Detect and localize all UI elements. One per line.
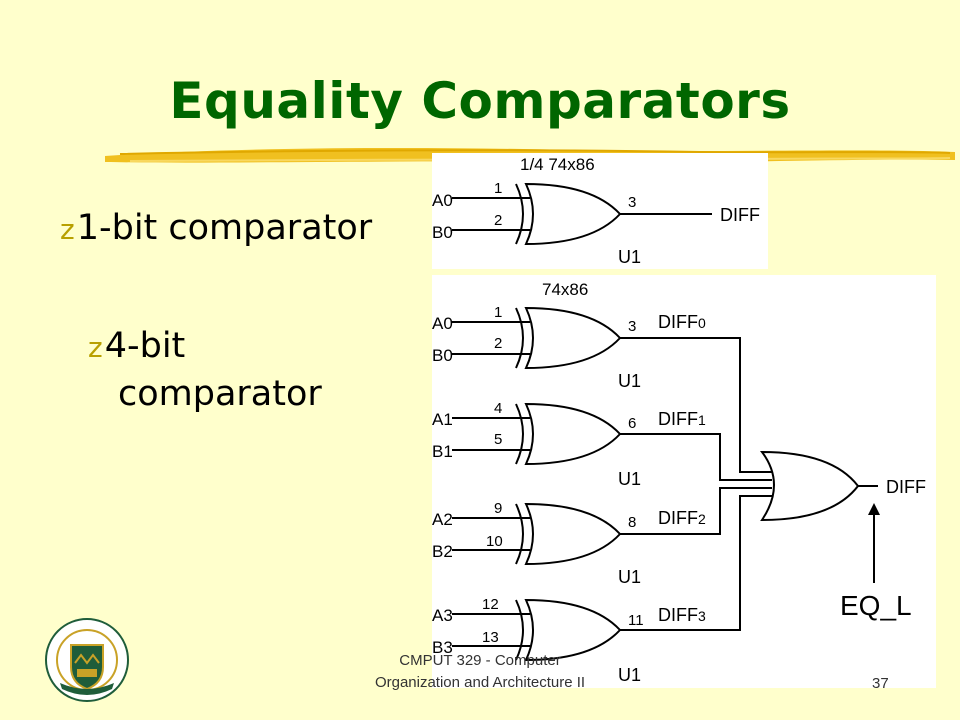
pin-label: 2 [494, 212, 502, 229]
svg-text:DIFF2: DIFF2 [658, 508, 706, 528]
svg-text:B0: B0 [432, 346, 453, 365]
bullet-mark-icon: z [88, 331, 103, 364]
svg-text:A1: A1 [432, 410, 453, 429]
pin-label: 3 [628, 194, 636, 211]
svg-text:U1: U1 [618, 665, 641, 685]
bullet-mark-icon: z [60, 213, 75, 246]
or-gate-icon [760, 450, 860, 522]
slide-title: Equality Comparators [169, 72, 791, 130]
xor-gate-2: A2 B2 9 10 8 DIFF2 U1 [432, 500, 706, 587]
svg-text:DIFF0: DIFF0 [658, 312, 706, 332]
svg-text:9: 9 [494, 500, 502, 517]
chip-label: 1/4 74x86 [520, 155, 595, 174]
unit-label: U1 [618, 247, 641, 267]
svg-text:U1: U1 [618, 567, 641, 587]
svg-text:12: 12 [482, 596, 499, 613]
svg-text:A2: A2 [432, 510, 453, 529]
xor-gate-icon [524, 402, 622, 466]
diagram-4bit-comparator: 74x86 A0 B0 1 2 3 DIFF0 U1 A1 B1 4 5 6 [432, 275, 936, 688]
output-label-diff: DIFF [720, 205, 760, 225]
university-crest-logo [45, 618, 129, 702]
xor-gate-icon [524, 598, 622, 662]
bullet-4bit-text-line1: 4-bit [104, 326, 186, 366]
svg-text:13: 13 [482, 629, 499, 646]
svg-text:A0: A0 [432, 314, 453, 333]
chip-label: 74x86 [542, 280, 588, 299]
pin-label: 1 [494, 180, 502, 197]
arrow-up-icon [868, 503, 880, 583]
bullet-4bit: z4-bit comparator [88, 323, 322, 417]
footer-line1: CMPUT 329 - Computer [399, 652, 561, 669]
svg-text:U1: U1 [618, 469, 641, 489]
svg-text:8: 8 [628, 514, 636, 531]
xor-gate-icon [524, 502, 622, 566]
svg-text:B1: B1 [432, 442, 453, 461]
svg-text:B3: B3 [432, 638, 453, 657]
svg-text:3: 3 [628, 318, 636, 335]
input-label-b0: B0 [432, 223, 453, 242]
svg-text:4: 4 [494, 400, 502, 417]
svg-text:10: 10 [486, 533, 503, 550]
xor-gate-1: A1 B1 4 5 6 DIFF1 U1 [432, 400, 706, 489]
input-label-a0: A0 [432, 191, 453, 210]
bullet-4bit-text-line2: comparator [118, 374, 322, 414]
svg-text:A3: A3 [432, 606, 453, 625]
svg-text:U1: U1 [618, 371, 641, 391]
eq-l-annotation: EQ_L [840, 590, 912, 621]
bullet-1bit-text: 1-bit comparator [76, 208, 373, 248]
svg-text:B2: B2 [432, 542, 453, 561]
footer-line2: Organization and Architecture II [374, 674, 586, 691]
svg-text:5: 5 [494, 431, 502, 448]
page-number: 37 [872, 675, 889, 692]
xor-gate-icon [524, 306, 622, 370]
xor-gate-icon [524, 182, 622, 246]
bullet-1bit: z1-bit comparator [60, 208, 372, 248]
slide-footer: CMPUT 329 - Computer Organization and Ar… [330, 650, 630, 694]
xor-gate-3: A3 B3 12 13 11 DIFF3 U1 [432, 596, 706, 685]
diagram-1bit-comparator: 1/4 74x86 A0 B0 1 2 3 DIFF U1 [432, 153, 768, 269]
svg-text:DIFF3: DIFF3 [658, 605, 706, 625]
svg-text:1: 1 [494, 304, 502, 321]
svg-text:6: 6 [628, 415, 636, 432]
svg-text:11: 11 [628, 612, 644, 629]
final-output-label: DIFF [886, 477, 926, 497]
xor-gate-0: A0 B0 1 2 3 DIFF0 U1 [432, 304, 706, 391]
svg-text:DIFF1: DIFF1 [658, 409, 706, 429]
svg-text:2: 2 [494, 335, 502, 352]
